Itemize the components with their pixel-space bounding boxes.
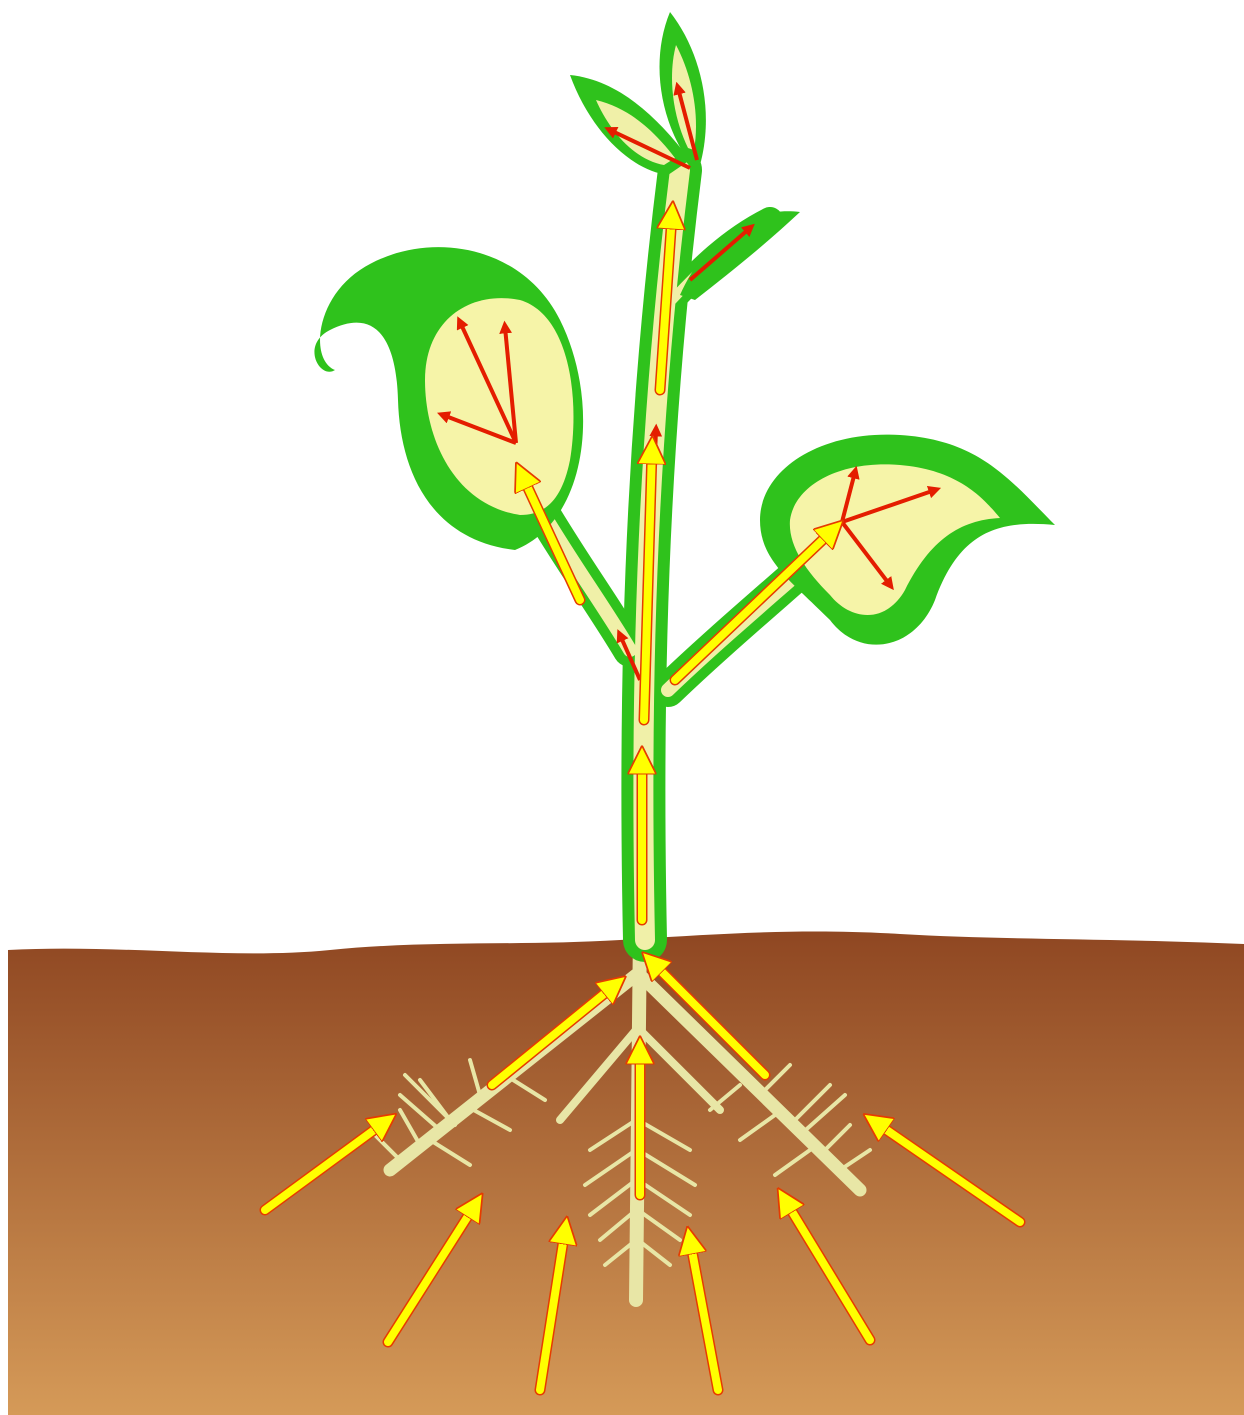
soil bbox=[8, 932, 1244, 1415]
water-arrow-icon bbox=[675, 530, 833, 680]
